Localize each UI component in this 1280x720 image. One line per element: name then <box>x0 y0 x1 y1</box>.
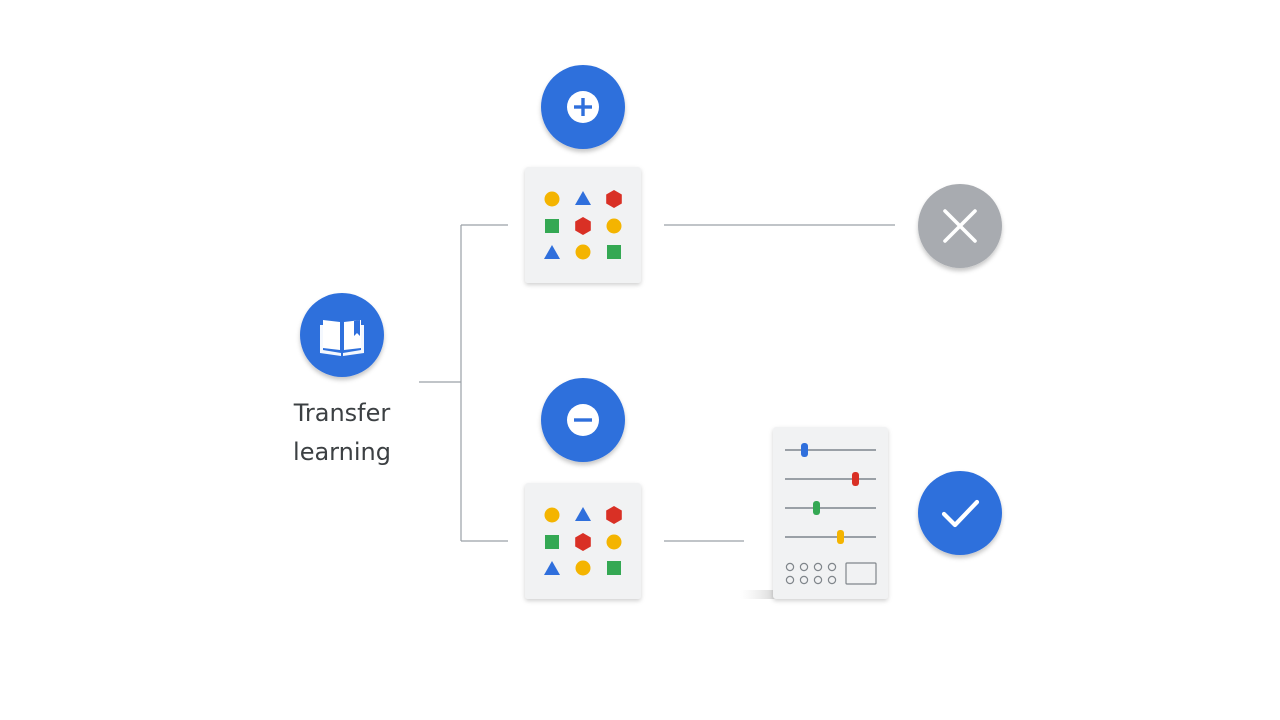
source-circle <box>300 293 384 377</box>
outcome-rejected <box>918 184 1002 268</box>
add-operator <box>541 65 625 149</box>
tuning-panel <box>740 427 888 599</box>
remove-operator <box>541 378 625 462</box>
open-book-icon <box>320 320 364 356</box>
outcome-accepted <box>918 471 1002 555</box>
transfer-learning-label: Transfer learning <box>270 394 414 472</box>
transfer-learning-node <box>300 293 384 377</box>
connector-lines <box>419 224 895 542</box>
minus-icon <box>567 404 599 436</box>
checkmark-icon <box>941 499 980 528</box>
sliders-panel-icon <box>785 443 877 585</box>
dataset-card-bottom <box>525 483 641 599</box>
label-line-1: Transfer <box>293 399 391 427</box>
shapes-grid-icon <box>544 506 622 576</box>
cross-icon <box>943 209 977 243</box>
plus-icon <box>567 91 599 123</box>
shapes-grid-icon <box>544 190 622 260</box>
dataset-card-top <box>525 167 641 283</box>
label-line-2: learning <box>293 438 391 466</box>
